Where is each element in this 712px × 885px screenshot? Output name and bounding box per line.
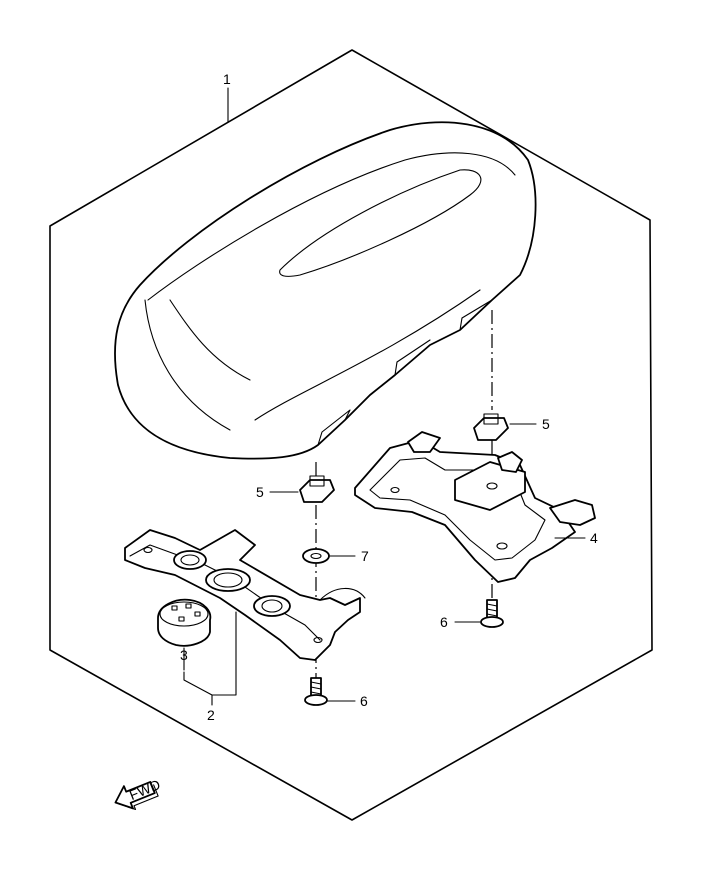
bracket-right bbox=[354, 431, 596, 583]
callout-part-6-right: 6 bbox=[440, 614, 448, 630]
callout-part-7: 7 bbox=[361, 548, 369, 564]
fwd-label: FWD bbox=[127, 776, 163, 803]
seat-cowl bbox=[114, 121, 537, 460]
callout-part-6-left: 6 bbox=[360, 693, 368, 709]
rubber-cushion bbox=[157, 598, 212, 647]
nut-right bbox=[473, 413, 509, 441]
callout-part-5-right: 5 bbox=[542, 416, 550, 432]
bolt-right bbox=[480, 599, 504, 628]
washer bbox=[302, 548, 330, 564]
fwd-arrow-icon: FWD bbox=[114, 776, 163, 811]
bolt-left bbox=[304, 677, 328, 706]
bracket-left bbox=[124, 529, 366, 661]
callout-part-5-left: 5 bbox=[256, 484, 264, 500]
callout-part-4: 4 bbox=[590, 530, 598, 546]
callout-part-3: 3 bbox=[180, 647, 188, 663]
nut-left bbox=[299, 475, 335, 503]
callout-part-2: 2 bbox=[207, 707, 215, 723]
assembly-frame bbox=[49, 49, 653, 821]
callout-part-1: 1 bbox=[223, 71, 231, 87]
